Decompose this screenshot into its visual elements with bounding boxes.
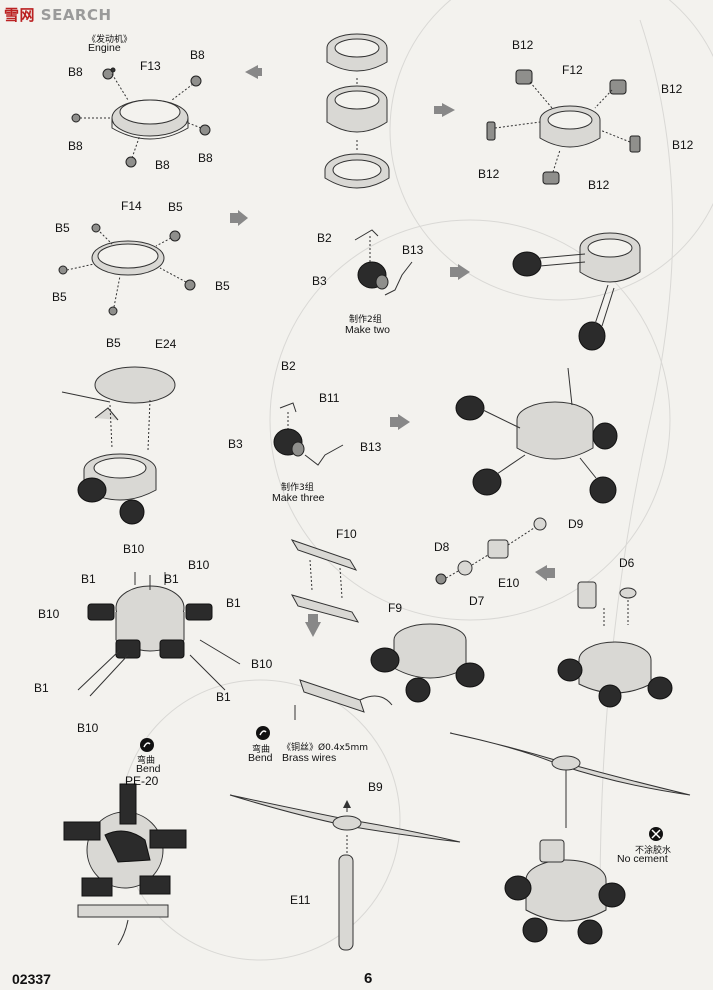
part-label-b9: B9 — [368, 780, 383, 794]
part-label-b10: B10 — [38, 607, 60, 621]
watermark-brand-cn: 雪 — [4, 6, 20, 24]
part-label-b3: B3 — [312, 274, 327, 288]
part-label-b5: B5 — [52, 290, 67, 304]
brass-wires-caption: Brass wires — [282, 752, 337, 764]
part-label-b12: B12 — [672, 138, 694, 152]
part-label-f13: F13 — [140, 59, 161, 73]
make-three-cn: 制作3组 — [281, 483, 314, 493]
make-two-cn: 制作2组 — [349, 315, 382, 325]
part-label-b10: B10 — [123, 542, 145, 556]
step3-ring-f12 — [486, 69, 641, 185]
step10-engine-rods — [77, 572, 241, 697]
arrow-left-icon — [434, 103, 455, 117]
part-label-b8: B8 — [155, 158, 170, 172]
part-label-b2: B2 — [317, 231, 332, 245]
step9-engine-three-cylinders — [455, 367, 618, 504]
bend-caption: Bend — [136, 763, 161, 775]
step16-propeller-b9 — [229, 794, 461, 951]
step14-engine-d6 — [557, 581, 673, 708]
bend-icon-2 — [256, 726, 270, 740]
brass-wires-cn: 《铜丝》Ø0.4x5mm — [282, 743, 368, 753]
bend2-cn: 弯曲 — [252, 745, 271, 755]
section-title-en: Engine — [88, 42, 121, 54]
part-label-f10: F10 — [336, 527, 357, 541]
part-label-b13: B13 — [402, 243, 424, 257]
part-label-b1: B1 — [216, 690, 231, 704]
step6-ring-with-cylinders — [512, 232, 641, 351]
part-label-b3: B3 — [228, 437, 243, 451]
step5-cylinder-assembly — [354, 229, 413, 296]
part-label-f14: F14 — [121, 199, 142, 213]
no-cement-icon — [649, 827, 663, 841]
part-label-f12: F12 — [562, 63, 583, 77]
arrow-right-icon — [245, 65, 262, 79]
part-label-b1: B1 — [164, 572, 179, 586]
part-label-e24: E24 — [155, 337, 177, 351]
part-label-b10: B10 — [77, 721, 99, 735]
part-label-b1: B1 — [226, 596, 241, 610]
part-label-b10: B10 — [251, 657, 273, 671]
part-label-b8: B8 — [190, 48, 205, 62]
part-label-b5: B5 — [106, 336, 121, 350]
arrow-right-icon-3 — [450, 264, 470, 280]
step13-d-parts — [435, 517, 547, 585]
part-label-e10: E10 — [498, 576, 520, 590]
part-label-b12: B12 — [512, 38, 534, 52]
part-label-b5: B5 — [168, 200, 183, 214]
part-label-b10: B10 — [188, 558, 210, 572]
watermark-prefix-cn: 网 — [19, 6, 36, 24]
part-label-b5: B5 — [215, 279, 230, 293]
page-number: 6 — [364, 970, 373, 987]
process-arrows — [230, 65, 555, 637]
make-two-caption: Make two — [345, 324, 390, 336]
part-label-b8: B8 — [68, 139, 83, 153]
part-label-f9: F9 — [388, 601, 403, 615]
arrow-right-icon-4 — [390, 414, 410, 430]
part-label-b12: B12 — [588, 178, 610, 192]
part-label-b12: B12 — [661, 82, 683, 96]
step4-ring-f14 — [58, 223, 196, 316]
part-label-b11: B11 — [319, 391, 340, 405]
part-label-e11: E11 — [290, 893, 311, 907]
part-label-b2: B2 — [281, 359, 296, 373]
part-label-d7: D7 — [469, 594, 485, 608]
part-label-b1: B1 — [81, 572, 96, 586]
product-code: 02337 — [12, 971, 51, 987]
bend-icon — [140, 738, 154, 752]
part-label-b5: B5 — [55, 221, 70, 235]
part-label-pe20: PE-20 — [125, 774, 159, 788]
part-label-b8: B8 — [198, 151, 213, 165]
part-label-b1: B1 — [34, 681, 49, 695]
no-cement-caption: No cement — [617, 853, 668, 865]
background-sketch — [119, 0, 713, 961]
watermark-logo: 雪网 SEARCH — [4, 4, 112, 25]
step17-propeller-on-engine — [449, 732, 691, 945]
part-label-b13: B13 — [360, 440, 382, 454]
no-cement-cn: 不涂胶水 — [635, 846, 672, 856]
step11-plates-f10-f9 — [290, 539, 360, 623]
part-label-d9: D9 — [568, 517, 584, 531]
bend2-caption: Bend — [248, 752, 273, 764]
part-label-d8: D8 — [434, 540, 450, 554]
part-label-b12: B12 — [478, 167, 500, 181]
step7-plate-e24 — [61, 366, 176, 525]
make-three-caption: Make three — [272, 492, 325, 504]
part-label-d6: D6 — [619, 556, 635, 570]
arrow-left-icon-2 — [535, 565, 555, 581]
part-label-b8: B8 — [68, 65, 83, 79]
step15-engine-pe20 — [63, 783, 187, 946]
arrow-down-icon — [305, 614, 321, 637]
step1-ring-f13 — [71, 67, 211, 168]
step2-ring-stack — [324, 33, 390, 189]
step12-engine-plates — [294, 623, 485, 720]
step8-cylinder-assembly — [273, 402, 344, 466]
watermark-brand: SEARCH — [40, 6, 112, 24]
bend-cn: 弯曲 — [137, 756, 156, 766]
arrow-right-icon-2 — [230, 210, 248, 226]
section-title-cn: 《发动机》 — [87, 35, 133, 45]
